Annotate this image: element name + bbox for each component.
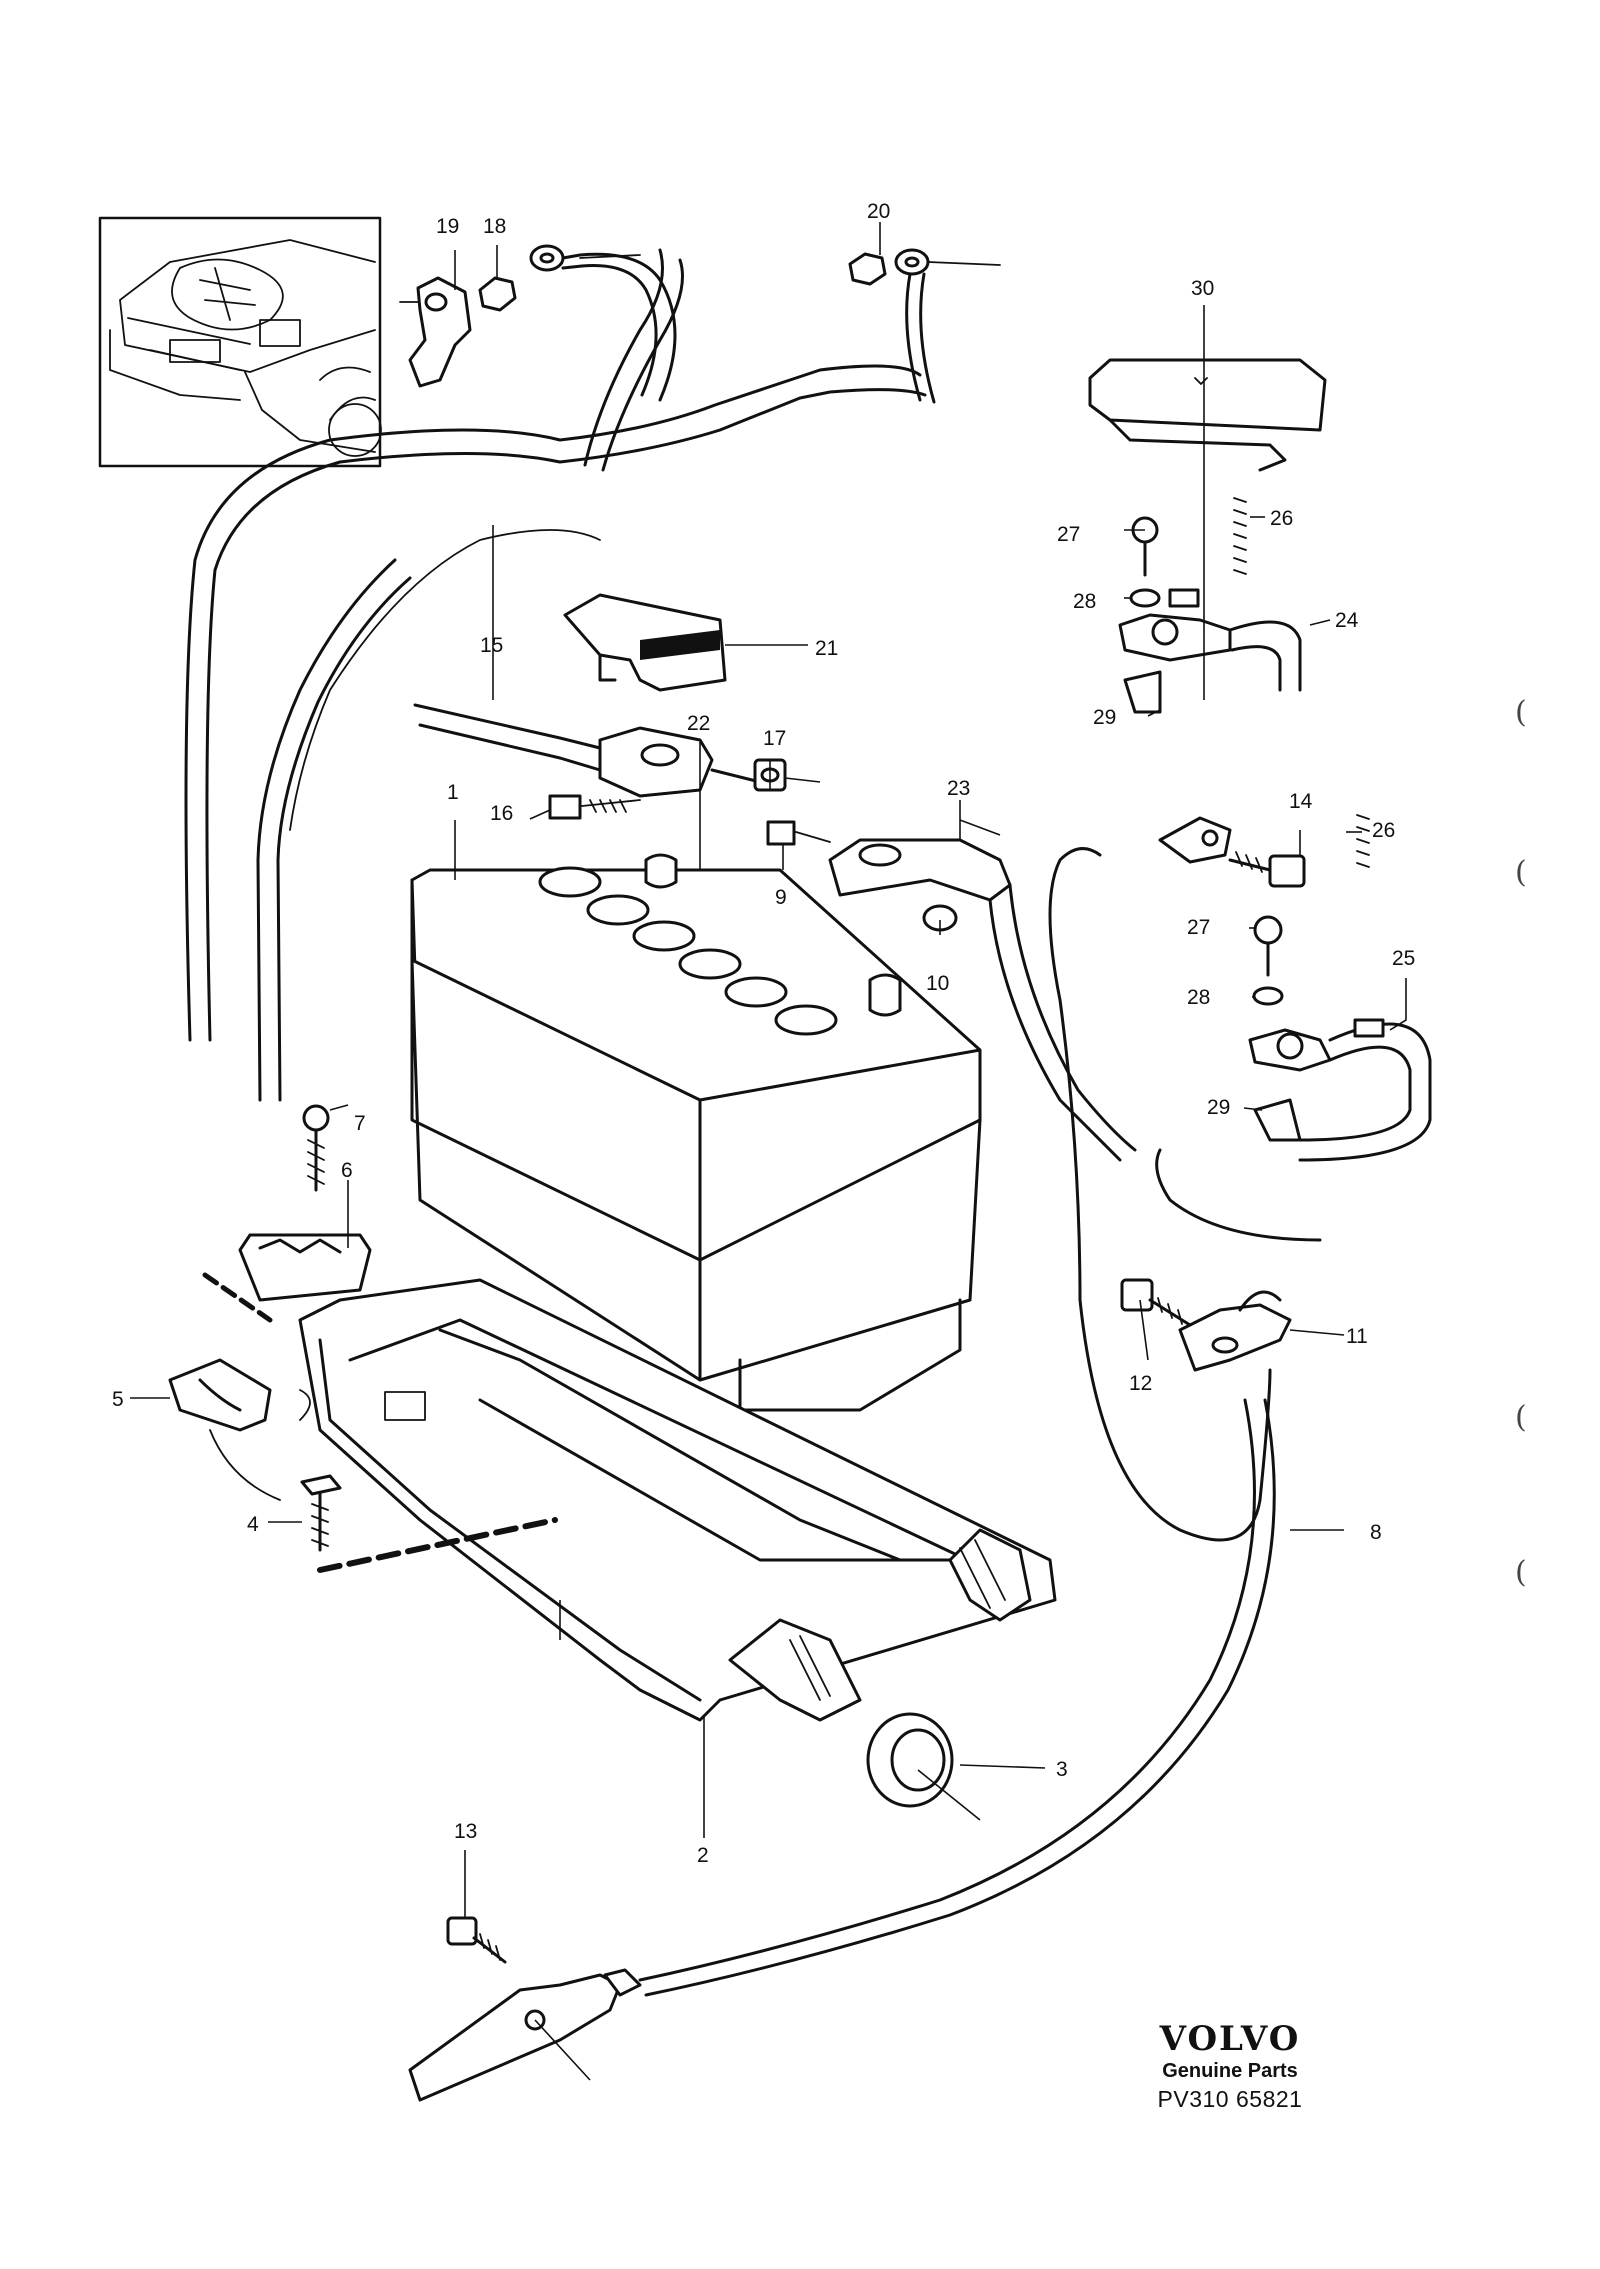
callout-20: 20 xyxy=(867,200,890,223)
top-nut-18 xyxy=(478,244,677,402)
grommet xyxy=(866,1712,981,1821)
callout-21: 21 xyxy=(815,637,838,660)
callout-14: 14 xyxy=(1289,790,1313,813)
callout-29a: 29 xyxy=(1093,706,1116,729)
callout-28b: 28 xyxy=(1187,986,1210,1009)
callout-27a: 27 xyxy=(1057,523,1080,546)
dashed-hint-b xyxy=(317,1517,558,1573)
callout-labels: 19 18 20 30 27 26 28 24 29 15 21 22 17 1… xyxy=(112,200,1415,1867)
callout-28a: 28 xyxy=(1073,590,1096,613)
callout-23: 23 xyxy=(947,777,970,800)
callout-22: 22 xyxy=(687,712,710,735)
callout-25: 25 xyxy=(1392,947,1415,970)
top-nut-20 xyxy=(848,248,1001,404)
callout-7: 7 xyxy=(354,1112,366,1135)
callout-16: 16 xyxy=(490,802,513,825)
clip-part xyxy=(168,1358,342,1552)
callout-26b: 26 xyxy=(1372,819,1395,842)
callout-2: 2 xyxy=(697,1844,709,1867)
callout-11: 11 xyxy=(1346,1325,1368,1348)
callout-4: 4 xyxy=(247,1513,259,1536)
brand-subtitle: Genuine Parts xyxy=(1162,2060,1298,2082)
callout-15: 15 xyxy=(480,634,503,657)
cable-8 xyxy=(638,847,1276,1997)
cover-21 xyxy=(563,593,727,692)
cover-30 xyxy=(1088,358,1327,472)
battery-tray xyxy=(298,1278,1057,1722)
margin-mark: ( xyxy=(1515,1555,1527,1590)
margin-mark: ( xyxy=(1515,1400,1527,1435)
brand-block: VOLVO Genuine Parts PV310 65821 xyxy=(1130,2020,1330,2114)
margin-mark: ( xyxy=(1515,855,1527,890)
callout-12: 12 xyxy=(1129,1372,1152,1395)
top-terminal-19 xyxy=(399,276,472,388)
battery xyxy=(410,853,982,1412)
leader-lines xyxy=(130,222,1407,1918)
callout-10: 10 xyxy=(926,972,949,995)
callout-6: 6 xyxy=(341,1159,353,1182)
terminal-25 xyxy=(1155,814,1432,1242)
terminal-24 xyxy=(1118,497,1302,714)
callout-30: 30 xyxy=(1191,277,1214,300)
volvo-logo: VOLVO xyxy=(1159,2019,1301,2059)
terminal-22 xyxy=(413,703,821,820)
callout-8: 8 xyxy=(1370,1521,1382,1544)
cable-15-harness xyxy=(184,248,927,1102)
callout-3: 3 xyxy=(1056,1758,1068,1781)
callout-29b: 29 xyxy=(1207,1096,1230,1119)
callout-26a: 26 xyxy=(1270,507,1293,530)
diagram-code: PV310 65821 xyxy=(1157,2086,1303,2112)
callout-17: 17 xyxy=(763,727,786,750)
callout-19: 19 xyxy=(436,215,459,238)
ground-strap xyxy=(408,1916,642,2102)
terminal-23 xyxy=(766,820,1137,1162)
clamp-bracket xyxy=(238,1104,372,1302)
callout-27b: 27 xyxy=(1187,916,1210,939)
car-inset xyxy=(98,216,382,468)
lug-14 xyxy=(1158,816,1306,888)
callout-13: 13 xyxy=(454,1820,477,1843)
clamp-11 xyxy=(1120,1278,1292,1372)
callout-24: 24 xyxy=(1335,609,1359,632)
callout-9: 9 xyxy=(775,886,787,909)
margin-mark: ( xyxy=(1515,695,1527,730)
callout-18: 18 xyxy=(483,215,506,238)
dashed-hint-a xyxy=(202,1272,273,1323)
callout-5: 5 xyxy=(112,1388,124,1411)
callout-1: 1 xyxy=(447,781,459,804)
